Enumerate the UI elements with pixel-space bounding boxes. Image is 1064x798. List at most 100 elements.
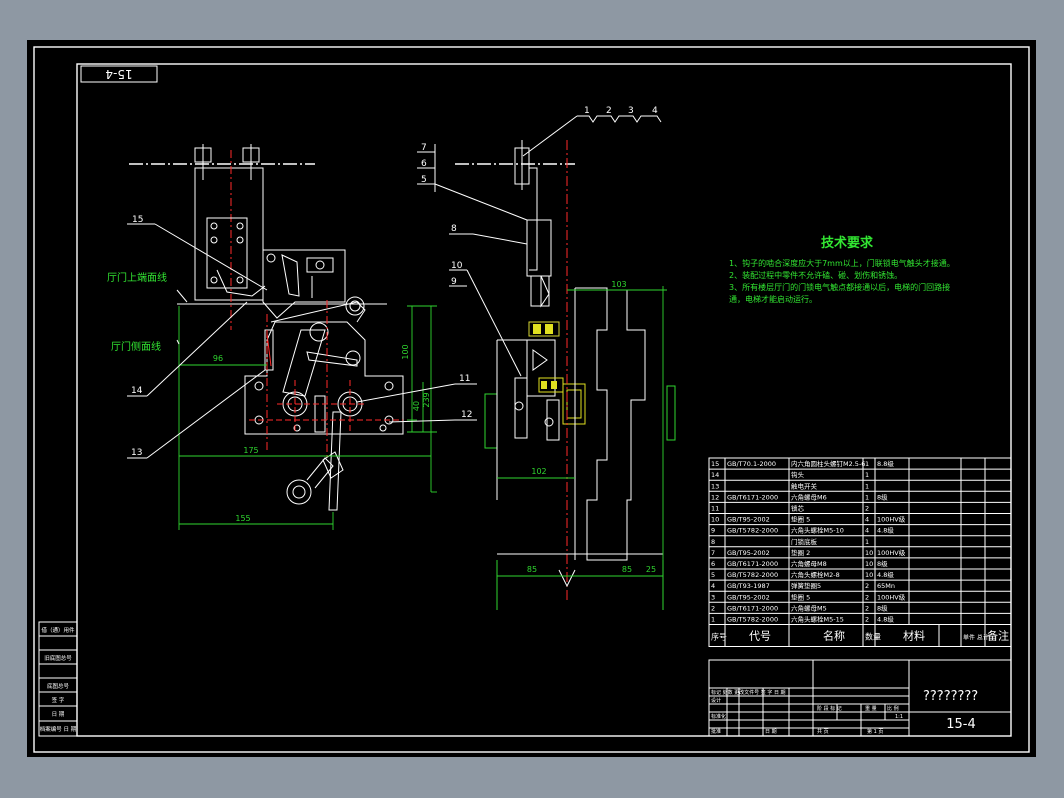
bom-cell-qty: 10 — [865, 571, 873, 579]
tech-line-3: 3、所有楼层厅门的门锁电气触点都接通以后，电梯的门回路接 — [729, 282, 950, 292]
bom-cell-qty: 2 — [865, 604, 869, 612]
bom-cell-no: 2 — [711, 604, 715, 612]
dim-239: 239 — [422, 392, 431, 407]
bom-cell-no: 9 — [711, 527, 715, 535]
bom-cell-mat: 8.8级 — [877, 459, 894, 468]
tech-line-2: 2、装配过程中零件不允许磕、碰、划伤和锈蚀。 — [729, 270, 902, 280]
bom-cell-code: GB/T95-2002 — [727, 593, 770, 601]
tb-weight: 重 量 — [865, 705, 877, 712]
sheet-code-text: 15-4 — [105, 67, 132, 81]
balloon-12: 12 — [461, 410, 472, 420]
bom-cell-no: 8 — [711, 538, 715, 546]
bom-cell-no: 12 — [711, 493, 719, 501]
tb-date: 日 期 — [765, 729, 777, 735]
bom-cell-qty: 2 — [865, 582, 869, 590]
bom-cell-mat: 8级 — [877, 492, 888, 501]
bom-header-no: 序号 — [711, 632, 727, 642]
bom-cell-code: GB/T5782-2000 — [727, 571, 778, 579]
bom-header-qty: 数量 — [865, 632, 881, 642]
bom-cell-mat: 100HV级 — [877, 515, 906, 524]
bom-cell-code: GB/T6171-2000 — [727, 560, 778, 568]
bom-cell-qty: 1 — [865, 538, 869, 546]
drawing-sheet: 15-4 借（通）用件 旧底图总号 底图总号 签 字 日 期 档案编号 日 期 — [27, 40, 1036, 757]
tb-design: 设计 — [711, 697, 721, 704]
bom-cell-name: 六角头螺栓M5-10 — [791, 526, 844, 535]
balloon-13: 13 — [131, 448, 142, 458]
bom-cell-code: GB/T93-1987 — [727, 582, 770, 590]
bom-header-remark: 备注 — [987, 629, 1009, 643]
bom-cell-qty: 10 — [865, 549, 873, 557]
bom-cell-no: 1 — [711, 616, 715, 624]
balloon-11: 11 — [459, 374, 470, 384]
bom-cell-mat: 100HV级 — [877, 548, 906, 557]
balloon-2: 2 — [606, 106, 612, 116]
dim-102: 102 — [531, 467, 546, 476]
bom-cell-name: 垫圈 5 — [791, 515, 810, 524]
balloon-3: 3 — [628, 106, 634, 116]
bom-cell-no: 4 — [711, 582, 715, 590]
bom-cell-name: 垫圈 2 — [791, 548, 810, 557]
tb-drawing-number: 15-4 — [946, 717, 976, 732]
side-view — [455, 140, 676, 610]
bom-cell-name: 门锁底板 — [791, 537, 818, 546]
bom-cell-mat: 4.8级 — [877, 526, 894, 535]
bom-cell-no: 6 — [711, 560, 715, 568]
sheet-code-box: 15-4 — [80, 65, 158, 83]
tb-approve: 批准 — [711, 728, 721, 735]
tb-sign-row: 标记 处数 更改文件号 签 字 日 期 — [711, 689, 786, 696]
front-labels: 厅门上端面线 厅门侧面线 15 14 13 11 12 — [107, 215, 477, 459]
bom-cell-code: GB/T70.1-2000 — [727, 460, 776, 468]
strip-label: 档案编号 日 期 — [40, 725, 77, 733]
bom-cell-name: 触电开关 — [791, 481, 818, 490]
tech-line-1: 1、钩子的啮合深度应大于7mm以上，门联锁电气触头才接通。 — [729, 258, 955, 268]
bom-cell-name: 垫圈 5 — [791, 592, 810, 601]
front-dimensions: 96 175 155 100 40 239 — [178, 305, 437, 530]
strip-label: 借（通）用件 — [41, 626, 75, 634]
strip-label: 底图总号 — [47, 682, 70, 690]
bom-cell-code: GB/T6171-2000 — [727, 604, 778, 612]
bom-cell-no: 13 — [711, 482, 719, 490]
bom-cell-no: 11 — [711, 505, 719, 513]
bom-cell-name: 六角螺母M5 — [791, 603, 827, 612]
balloon-5: 5 — [421, 175, 427, 185]
dim-100: 100 — [401, 344, 410, 359]
bom-cell-name: 六角头螺栓M5-15 — [791, 615, 844, 624]
bom-cell-name: 内六角圆柱头螺钉M2.5-6 — [791, 459, 865, 468]
cad-drawing: 15-4 借（通）用件 旧底图总号 底图总号 签 字 日 期 档案编号 日 期 — [33, 46, 1030, 753]
bom-cell-name: 六角螺母M8 — [791, 559, 827, 568]
bom-cell-mat: 8级 — [877, 603, 888, 612]
front-view — [129, 144, 404, 511]
tech-title: 技术要求 — [821, 235, 874, 251]
tb-sheet-no: 第 1 页 — [867, 728, 883, 735]
bom-cell-name: 锁芯 — [791, 504, 805, 513]
label-door-side-face: 厅门侧面线 — [111, 340, 161, 353]
bom-cell-qty: 2 — [865, 505, 869, 513]
inner-frame — [76, 63, 1012, 737]
balloon-8: 8 — [451, 224, 457, 234]
tech-requirements: 技术要求 1、钩子的啮合深度应大于7mm以上，门联锁电气触头才接通。 2、装配过… — [729, 235, 955, 304]
left-strip-table: 借（通）用件 旧底图总号 底图总号 签 字 日 期 档案编号 日 期 — [38, 621, 78, 737]
label-door-top-face: 厅门上端面线 — [107, 271, 167, 284]
bom-cell-name: 钩头 — [791, 470, 805, 479]
bom-cell-no: 10 — [711, 516, 719, 524]
bom-cell-mat: 4.8级 — [877, 615, 894, 624]
side-balloons: 7 6 5 8 10 9 1 2 3 4 — [417, 106, 662, 377]
bom-cell-mat: 8级 — [877, 559, 888, 568]
dim-25: 25 — [646, 565, 656, 574]
tb-stage: 阶 段 标 记 — [817, 705, 842, 712]
bom-cell-no: 14 — [711, 471, 719, 479]
balloon-6: 6 — [421, 159, 427, 169]
tb-total-sheets: 共 页 — [817, 728, 829, 735]
bom-cell-name: 弹簧垫圈5 — [791, 581, 821, 590]
bom-cell-no: 3 — [711, 593, 715, 601]
bom-cell-no: 15 — [711, 460, 719, 468]
bom-cell-no: 7 — [711, 549, 715, 557]
tb-drawing-name: ???????? — [923, 689, 978, 704]
strip-label: 签 字 — [52, 696, 65, 704]
strip-label: 旧底图总号 — [44, 654, 72, 662]
bom-cell-qty: 1 — [865, 460, 869, 468]
balloon-15: 15 — [132, 215, 143, 225]
bom-cell-qty: 2 — [865, 616, 869, 624]
side-dimensions: 103 102 85 85 25 — [497, 280, 667, 577]
